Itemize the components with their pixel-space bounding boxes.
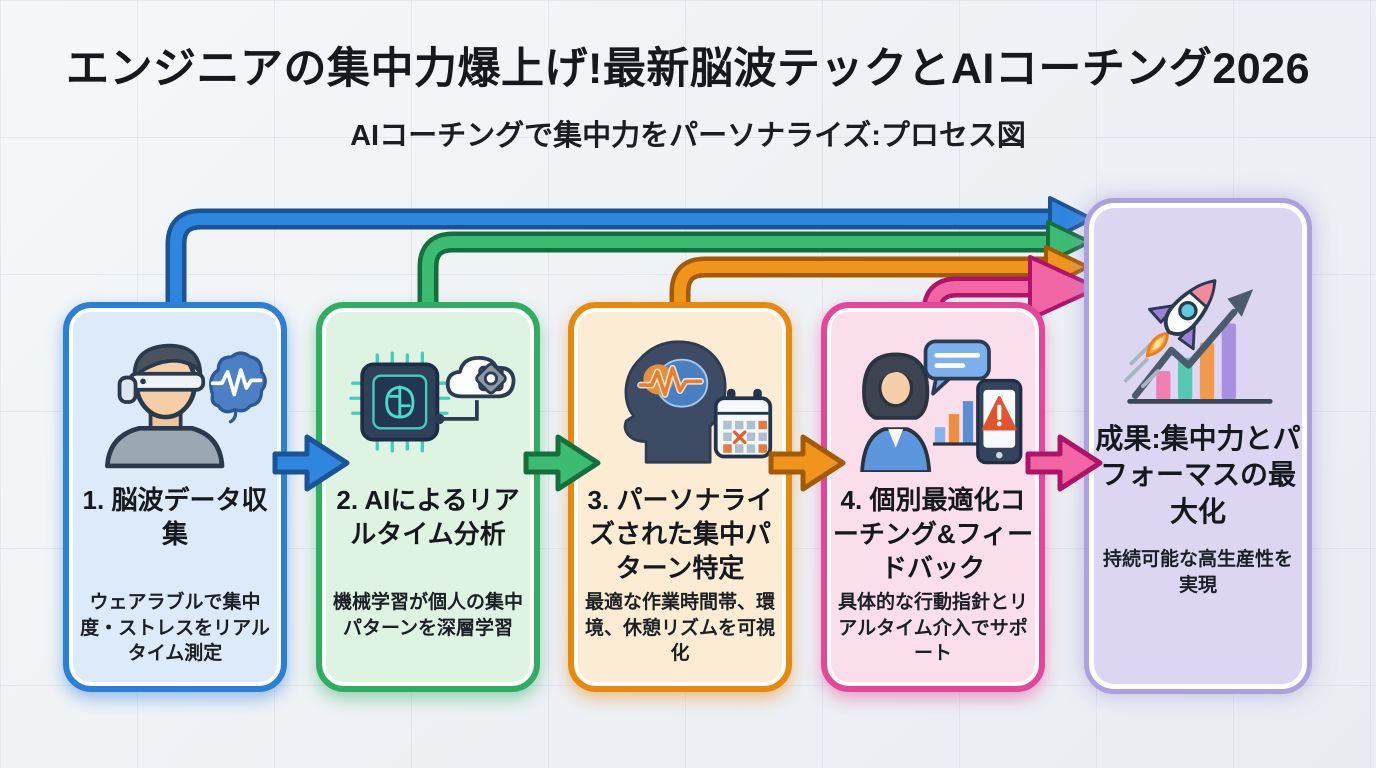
step-2-card: 2. AIによるリアルタイム分析 機械学習が個人の集中パターンを深層学習	[316, 302, 540, 692]
step-4-card: 4. 個別最適化コーチング&フィードバック 具体的な行動指針とリアルタイム介入で…	[821, 302, 1045, 692]
rocket-icon	[1145, 279, 1217, 358]
step-2-title: 2. AIによるリアルタイム分析	[336, 485, 520, 549]
eeg-wearable-user-icon	[104, 343, 225, 469]
step-1-card: 1. 脳波データ収集 ウェアラブルで集中度・ストレスをリアルタイム測定	[63, 302, 287, 692]
growth-chart-icon	[1127, 289, 1273, 404]
speed-lines-icon	[1123, 342, 1160, 389]
step-1-description: ウェアラブルで集中度・ストレスをリアルタイム測定	[80, 592, 270, 665]
page-subtitle: AIコーチングで集中力をパーソナライズ:プロセス図	[350, 120, 1026, 152]
connector-step1-to-result-icon	[165, 196, 1094, 315]
step-2-description: 機械学習が個人の集中パターンを深層学習	[332, 592, 523, 639]
head-brainwave-icon	[623, 340, 727, 464]
result-title: 成果:集中力とパフォーマスの最大化	[1095, 423, 1301, 527]
step-5-card: 成果:集中力とパフォーマスの最大化 持続可能な高生産性を実現	[1084, 198, 1312, 694]
page-title: エンジニアの集中力爆上げ!最新脳波テックとAIコーチング2026	[66, 45, 1310, 93]
bar-chart-icon	[933, 401, 982, 446]
step-2-illustration	[322, 326, 534, 478]
step-3-card: 3. パーソナライズされた集中パターン特定 最適な作業時間帯、環境、休憩リズムを…	[568, 302, 792, 692]
cloud-gear-icon	[434, 355, 516, 425]
step-4-title: 4. 個別最適化コーチング&フィードバック	[832, 485, 1034, 583]
phone-alert-icon	[976, 378, 1023, 465]
calendar-icon	[713, 388, 773, 459]
step-1-title: 1. 脳波データ収集	[82, 485, 268, 549]
coach-icon	[860, 352, 932, 472]
result-description: 持続可能な高生産性を実現	[1102, 549, 1293, 596]
step-1-illustration	[69, 326, 281, 478]
result-illustration	[1089, 247, 1307, 419]
ai-chip-brain-icon	[349, 351, 451, 453]
step-3-illustration	[574, 326, 786, 478]
step-4-description: 具体的な行動指針とリアルタイム介入でサポート	[837, 592, 1028, 665]
chat-bubble-icon	[923, 339, 991, 396]
step-4-illustration	[827, 326, 1039, 478]
step-3-title: 3. パーソナライズされた集中パターン特定	[587, 485, 773, 583]
brainwave-icon	[209, 351, 267, 424]
step-3-description: 最適な作業時間帯、環境、休憩リズムを可視化	[584, 592, 775, 665]
